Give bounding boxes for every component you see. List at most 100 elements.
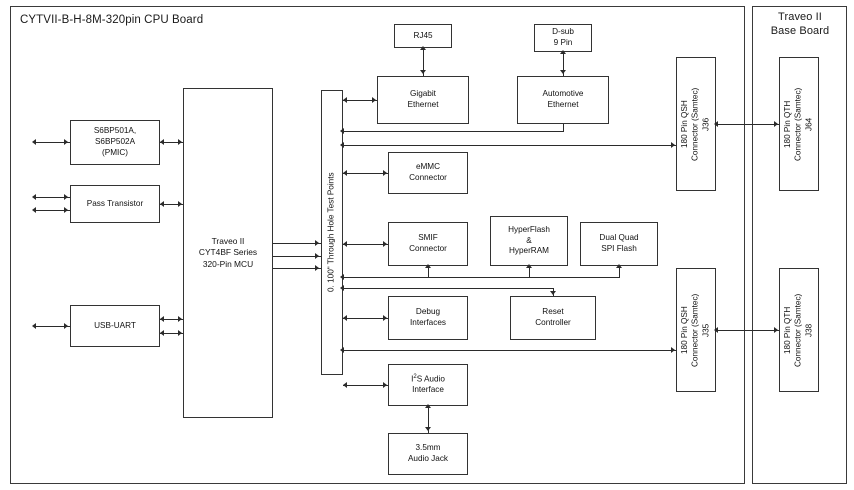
wire-tp-gigabit bbox=[343, 100, 377, 102]
base-board-title: Traveo II Base Board bbox=[770, 11, 830, 37]
i2s-prefix: I bbox=[411, 374, 414, 384]
qsh-j36-label: 180 Pin QSH Connector (Samtec) J36 bbox=[680, 87, 711, 161]
block-qsh-connector-j36[interactable]: 180 Pin QSH Connector (Samtec) J36 bbox=[676, 57, 716, 191]
block-emmc-connector[interactable]: eMMC Connector bbox=[388, 152, 468, 194]
arrow-bus-tp-qsh-j35-left bbox=[340, 347, 344, 353]
qth-j64-label: 180 Pin QTH Connector (Samtec) J64 bbox=[783, 87, 814, 161]
arrow-pass-left-a bbox=[32, 194, 36, 200]
block-hyperflash-hyperram[interactable]: HyperFlash & HyperRAM bbox=[490, 216, 568, 266]
arrow-pass-mcu-back bbox=[160, 201, 164, 207]
arrow-tp-gigabit-back bbox=[343, 97, 347, 103]
wire-automotive-dsub bbox=[563, 52, 565, 76]
wire-smif-down bbox=[428, 266, 430, 277]
wire-mcu-tp-2 bbox=[273, 256, 321, 258]
arrow-bus-tp-qsh-j36-right bbox=[671, 142, 675, 148]
wire-bus-tp-qsh-j36 bbox=[343, 145, 676, 147]
arrow-tp-gigabit-fwd bbox=[372, 97, 376, 103]
qsh-j35-label: 180 Pin QSH Connector (Samtec) J35 bbox=[680, 293, 711, 367]
arrow-tp-i2s-fwd bbox=[383, 382, 387, 388]
block-debug-interfaces[interactable]: Debug Interfaces bbox=[388, 296, 468, 340]
block-dual-quad-spi-flash[interactable]: Dual Quad SPI Flash bbox=[580, 222, 658, 266]
arrow-tp-i2s-back bbox=[343, 382, 347, 388]
arrow-tp-debug-fwd bbox=[383, 315, 387, 321]
block-audio-jack[interactable]: 3.5mm Audio Jack bbox=[388, 433, 468, 475]
cpu-board-title: CYTVII-B-H-8M-320pin CPU Board bbox=[20, 14, 204, 26]
wire-i2s-jack bbox=[428, 406, 430, 433]
wire-tp-i2s bbox=[343, 385, 388, 387]
block-qsh-connector-j35[interactable]: 180 Pin QSH Connector (Samtec) J35 bbox=[676, 268, 716, 392]
block-usb-uart[interactable]: USB-UART bbox=[70, 305, 160, 347]
arrow-i2s-jack-up bbox=[425, 404, 431, 408]
block-mcu[interactable]: Traveo II CYT4BF Series 320-Pin MCU bbox=[183, 88, 273, 418]
wire-hyperflash-down bbox=[529, 266, 531, 277]
wire-pass-mcu bbox=[160, 204, 183, 206]
arrow-mcu-tp-2 bbox=[315, 253, 319, 259]
wire-j36-j64 bbox=[716, 124, 779, 126]
arrow-bus-tp-qsh-j36-left bbox=[340, 142, 344, 148]
arrow-usb-left bbox=[32, 323, 36, 329]
wire-mcu-tp-1 bbox=[273, 243, 321, 245]
arrow-tp-emmc-back bbox=[343, 170, 347, 176]
block-dsub-9pin[interactable]: D-sub 9 Pin bbox=[534, 24, 592, 52]
arrow-j35-j38-right bbox=[774, 327, 778, 333]
wire-automotive-down bbox=[563, 124, 565, 132]
arrow-mcu-tp-3 bbox=[315, 265, 319, 271]
wire-spiflash-down bbox=[619, 266, 621, 277]
block-gigabit-ethernet[interactable]: Gigabit Ethernet bbox=[377, 76, 469, 124]
arrow-automotive-dsub-up bbox=[560, 50, 566, 54]
arrow-pass-left-b bbox=[32, 207, 36, 213]
arrow-hyperflash-up bbox=[526, 264, 532, 268]
arrow-pmic-mcu-fwd bbox=[178, 139, 182, 145]
block-qth-connector-j64[interactable]: 180 Pin QTH Connector (Samtec) J64 bbox=[779, 57, 819, 191]
block-pass-transistor[interactable]: Pass Transistor bbox=[70, 185, 160, 223]
arrow-pass-left-a-in bbox=[64, 194, 68, 200]
arrow-pmic-mcu-back bbox=[160, 139, 164, 145]
arrow-tp-smif-back bbox=[343, 241, 347, 247]
arrow-bus-reset-tp bbox=[340, 285, 344, 291]
arrow-tp-emmc-fwd bbox=[383, 170, 387, 176]
arrow-i2s-jack-down bbox=[425, 427, 431, 431]
wire-usb-mcu-a bbox=[160, 319, 183, 321]
block-reset-controller[interactable]: Reset Controller bbox=[510, 296, 596, 340]
arrow-reset-down bbox=[550, 291, 556, 295]
wire-gigabit-rj45 bbox=[423, 48, 425, 76]
arrow-tp-smif-fwd bbox=[383, 241, 387, 247]
arrow-tp-debug-back bbox=[343, 315, 347, 321]
arrow-usb-mcu-b-back bbox=[160, 330, 164, 336]
block-automotive-ethernet[interactable]: Automotive Ethernet bbox=[517, 76, 609, 124]
block-rj45[interactable]: RJ45 bbox=[394, 24, 452, 48]
cpu-board-frame bbox=[10, 6, 745, 484]
wire-usb-left bbox=[36, 326, 70, 328]
wire-bus-reset bbox=[343, 288, 554, 290]
block-qth-connector-j38[interactable]: 180 Pin QTH Connector (Samtec) J38 bbox=[779, 268, 819, 392]
wire-mcu-tp-3 bbox=[273, 268, 321, 270]
block-smif-connector[interactable]: SMIF Connector bbox=[388, 222, 468, 266]
block-i2s-audio-interface[interactable]: I2S Audio Interface bbox=[388, 364, 468, 406]
arrow-usb-left-in bbox=[64, 323, 68, 329]
wire-bus-flash bbox=[343, 277, 620, 279]
wire-bus-automotive bbox=[343, 131, 564, 133]
arrow-usb-mcu-b-fwd bbox=[178, 330, 182, 336]
wire-pmic-mcu bbox=[160, 142, 183, 144]
wire-tp-debug bbox=[343, 318, 388, 320]
arrow-mcu-tp-1 bbox=[315, 240, 319, 246]
i2s-superscript: 2 bbox=[413, 373, 417, 380]
arrow-j35-j38-left bbox=[714, 327, 718, 333]
arrow-pmic-left-in bbox=[64, 139, 68, 145]
wire-j35-j38 bbox=[716, 330, 779, 332]
wire-usb-mcu-b bbox=[160, 333, 183, 335]
arrow-j36-j64-left bbox=[714, 121, 718, 127]
wire-tp-emmc bbox=[343, 173, 388, 175]
block-pmic[interactable]: S6BP501A, S6BP502A (PMIC) bbox=[70, 120, 160, 165]
arrow-pass-mcu-fwd bbox=[178, 201, 182, 207]
arrow-pmic-left-out bbox=[32, 139, 36, 145]
arrow-bus-automotive-tp bbox=[340, 128, 344, 134]
test-points-label: 0. 100" Through Hole Test Points bbox=[326, 172, 336, 293]
wire-pass-left-b bbox=[36, 210, 70, 212]
arrow-gigabit-rj45-down bbox=[420, 70, 426, 74]
base-board-frame bbox=[752, 6, 847, 484]
arrow-automotive-dsub-down bbox=[560, 70, 566, 74]
arrow-smif-up bbox=[425, 264, 431, 268]
arrow-j36-j64-right bbox=[774, 121, 778, 127]
